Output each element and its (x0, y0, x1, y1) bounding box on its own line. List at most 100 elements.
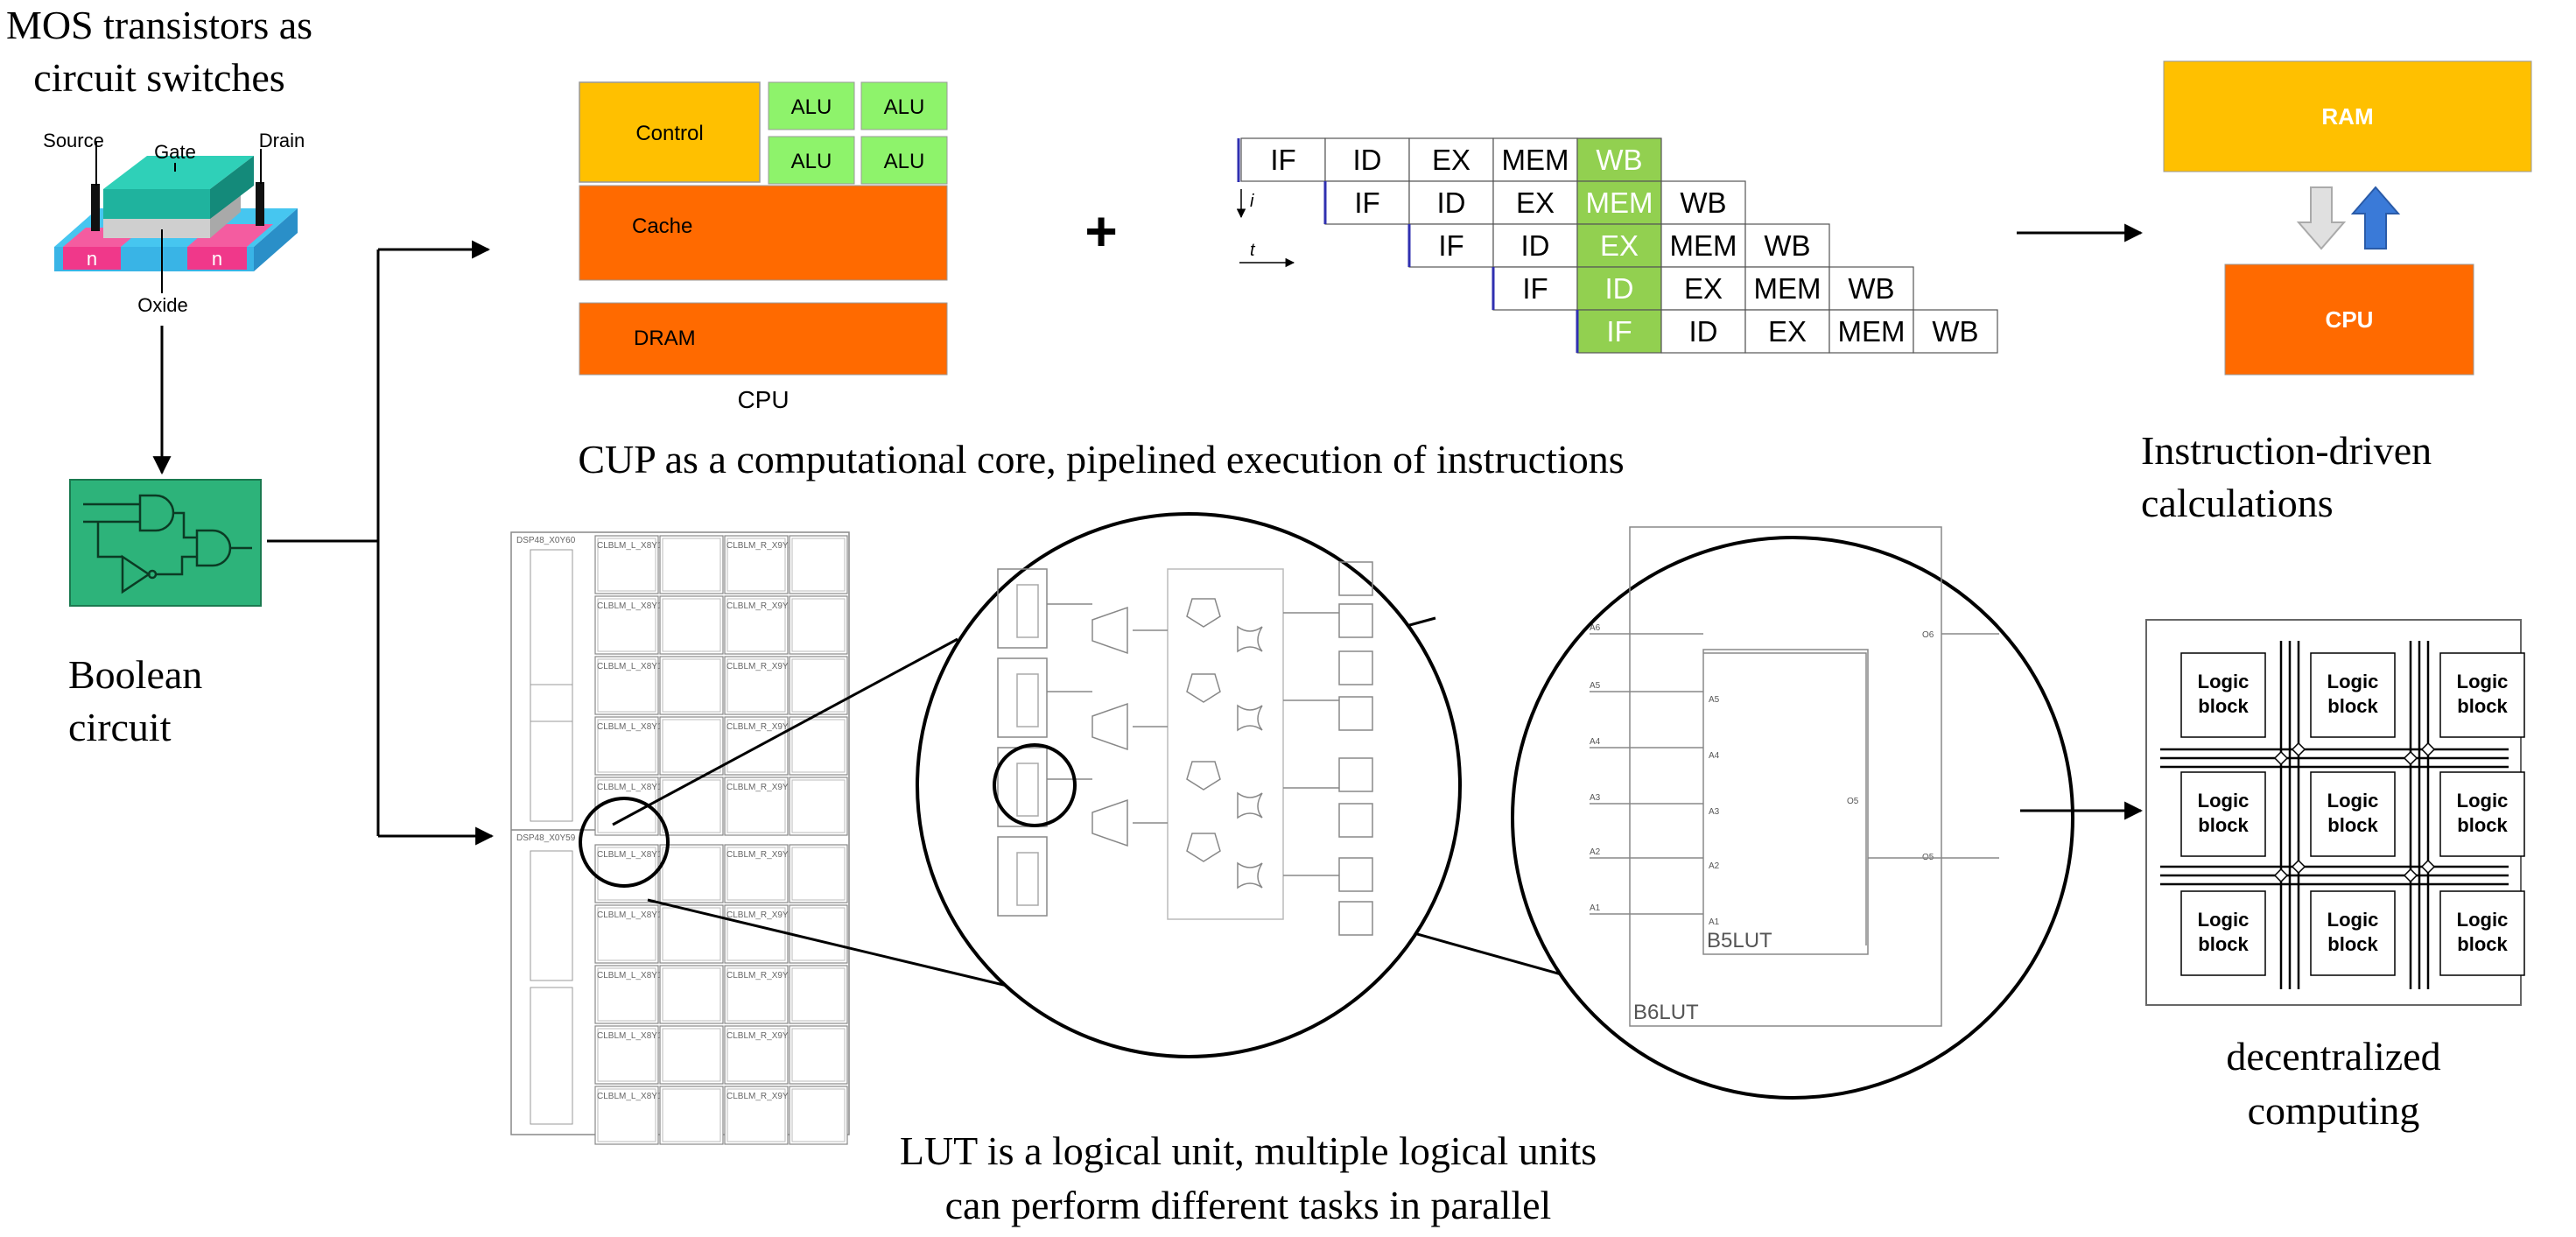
clb-cell (659, 904, 724, 964)
ram-block (2163, 60, 2532, 172)
logic-block-label-line1: Logic (2198, 909, 2250, 931)
clb-cell-inner (726, 538, 786, 592)
clb-cell (594, 1025, 659, 1085)
clb-cell-inner (791, 719, 846, 773)
n-well-right (187, 247, 247, 270)
pipeline-cell-label: WB (1764, 229, 1810, 262)
logic-block (2180, 890, 2266, 976)
clb-cell-inner (597, 658, 656, 713)
clb-cell (659, 777, 724, 836)
oxide-label: Oxide (137, 294, 187, 316)
clb-cell-inner (662, 598, 721, 652)
logic-gates-icon (83, 494, 252, 594)
clb-cell-inner (791, 847, 846, 901)
clb-cell-label: CLBLM_R_X9Y151 (726, 722, 804, 732)
dsp-block-2 (530, 684, 573, 822)
clb-cell-inner (597, 1028, 656, 1082)
clb-cell (724, 595, 789, 655)
clb-cell (659, 716, 724, 776)
clb-cell (724, 844, 789, 903)
source-terminal (91, 184, 100, 231)
clb-cell (789, 1025, 848, 1085)
clb-cell-label: CLBLM_L_X8Y151 (597, 722, 672, 732)
o6-label: O6 (1922, 630, 1934, 640)
clb-cell (659, 1025, 724, 1085)
clb-cell-label: CLBLM_L_X8Y149 (597, 850, 672, 860)
clb-cell-inner (726, 1028, 786, 1082)
clb-cell (789, 965, 848, 1024)
lut-zoom-circle (993, 743, 1077, 827)
pipeline-cell (1576, 180, 1662, 225)
pipeline-cell-label: WB (1848, 272, 1894, 305)
drain-label: Drain (259, 130, 305, 151)
cpu-architecture: Control ALU ALU ALU ALU Cache DRAM CPU (579, 81, 948, 413)
clb-cell-inner (662, 719, 721, 773)
logic-block-label-line1: Logic (2457, 790, 2509, 812)
clb-cell-label: CLBLM_R_X9Y146 (726, 1031, 804, 1041)
clb-cell-inner (791, 538, 846, 592)
clb-cell (789, 656, 848, 715)
logic-block (2310, 771, 2396, 857)
clb-cell-label: CLBLM_R_X9Y148 (726, 910, 804, 920)
clb-cell-label: CLBLM_L_X8Y152 (597, 662, 672, 671)
clb-cell-inner (726, 847, 786, 901)
clb-cell-inner (662, 658, 721, 713)
logic-block (2180, 652, 2266, 738)
control-label: Control (635, 122, 703, 145)
pipeline-cell-label: ID (1437, 186, 1466, 219)
clb-cell (594, 716, 659, 776)
logic-block (2439, 890, 2525, 976)
n-label-left: n (87, 248, 97, 270)
clb-cell-label: CLBLM_L_X8Y153 (597, 601, 672, 611)
instruction-caption-line2: calculations (2141, 481, 2334, 525)
logic-block-label-line2: block (2198, 695, 2249, 717)
clb-cell-inner (726, 658, 786, 713)
clb-cell-label: CLBLM_R_X9Y153 (726, 601, 804, 611)
ram-cpu-section: RAM CPU (2163, 60, 2532, 376)
clb-cell (594, 535, 659, 594)
switch-box (2403, 868, 2418, 883)
clb-cell-inner (662, 967, 721, 1022)
gate-top (103, 156, 254, 189)
alu-block-2 (860, 81, 948, 130)
b5lut-box (1702, 649, 1869, 955)
b5lut-label: B5LUT (1707, 929, 1772, 952)
clb-cell-label: CLBLM_L_X8Y148 (597, 910, 672, 920)
n-well-left (63, 247, 121, 270)
clb-cell-inner (791, 658, 846, 713)
clb-cell-inner (726, 598, 786, 652)
pipeline-cell-label: ID (1353, 144, 1382, 176)
lut-input-label: A4 (1590, 737, 1601, 747)
clb-cell (594, 904, 659, 964)
axis-t-label: t (1250, 241, 1256, 260)
clb-cell (724, 777, 789, 836)
switch-box (2420, 741, 2436, 757)
clb-cell-inner (791, 967, 846, 1022)
alu-block-1 (768, 81, 855, 130)
clb-cell-inner (597, 907, 656, 961)
pipeline-cell-label: EX (1432, 144, 1470, 176)
clb-cell (594, 1086, 659, 1145)
clb-cell (789, 716, 848, 776)
boolean-label-line2: circuit (68, 705, 172, 749)
boolean-label-line1: Boolean (68, 652, 202, 697)
pipeline-cell-label: EX (1516, 186, 1555, 219)
ram-label: RAM (2321, 103, 2373, 130)
clb-cell (789, 904, 848, 964)
lut-inner-input-label: A2 (1709, 861, 1720, 871)
mos-title-line2: circuit switches (33, 55, 284, 100)
clb-cell (724, 965, 789, 1024)
switch-box (2291, 859, 2306, 875)
alu-label-3: ALU (791, 150, 832, 173)
slice-schematic (997, 561, 1373, 936)
clb-cell (789, 777, 848, 836)
mos-transistor-icon: n n Source Gate Drain Oxide (43, 130, 305, 316)
pipeline-cell (1492, 137, 1578, 182)
slice-zoom (916, 512, 1462, 1058)
lut-detail-zoom: B6LUT B5LUT O6 O5 O5 A6A5A5A4A4A3A3A2A2A… (1511, 526, 2074, 1100)
pipeline-cell (1828, 309, 1914, 354)
pipeline-cell (1660, 223, 1746, 268)
